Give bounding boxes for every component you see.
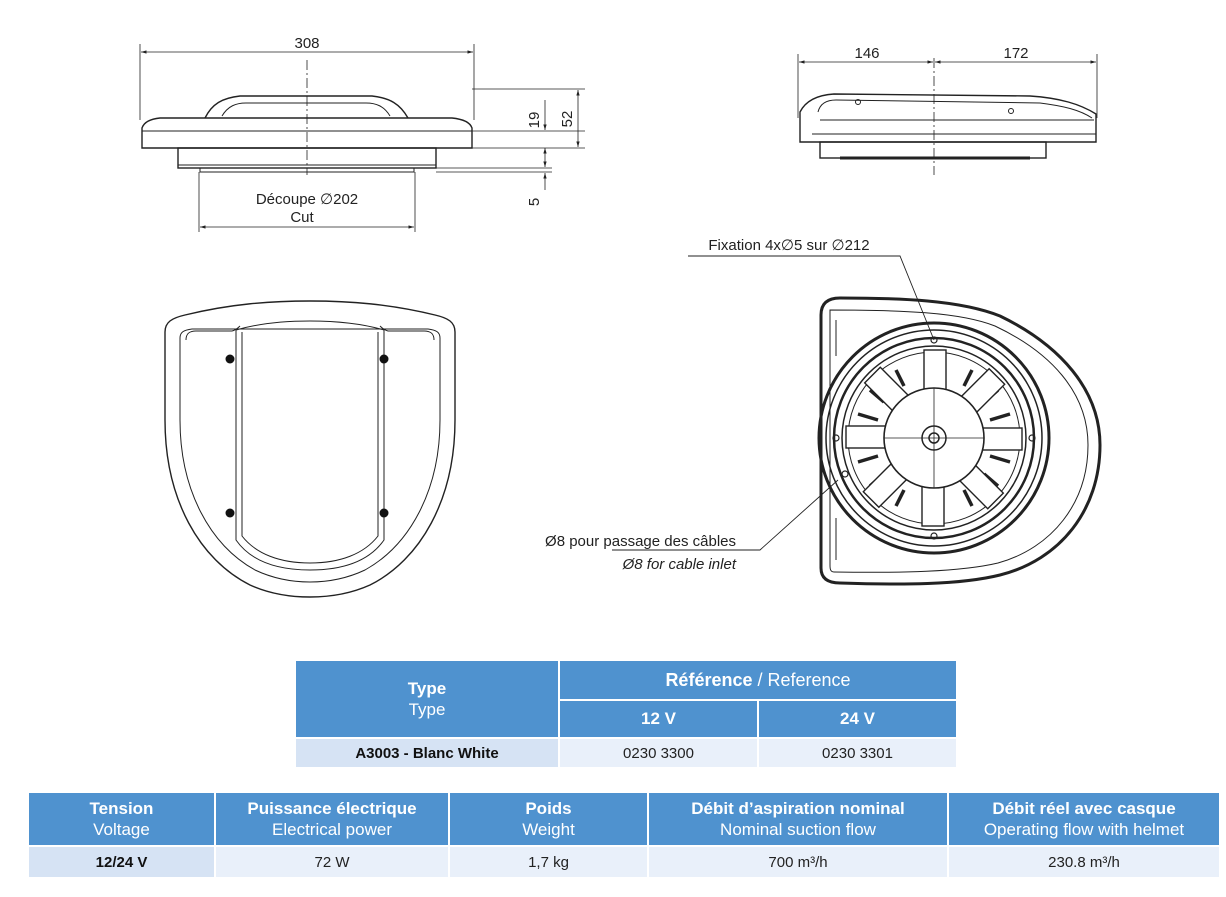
fan-view <box>612 255 1102 586</box>
spec-table: Tension Voltage Puissance électrique Ele… <box>27 793 1221 877</box>
reference-table: Type Type Référence / Reference 12 V 24 … <box>294 661 958 767</box>
nominal-flow-cell: 700 m³/h <box>649 845 947 877</box>
side-view-dome <box>204 95 409 119</box>
fixation-label: Fixation 4x∅5 sur ∅212 <box>708 237 869 254</box>
side-view <box>139 44 585 232</box>
power-cell: 72 W <box>216 845 448 877</box>
reference-header-en: Reference <box>767 669 851 690</box>
cutout-label-en: Cut <box>290 209 314 226</box>
voltage-cell: 12/24 V <box>29 845 214 877</box>
voltage-header-fr: Tension <box>89 799 154 818</box>
dim-front-146: 146 <box>854 45 879 62</box>
nominal-flow-header-en: Nominal suction flow <box>720 820 876 839</box>
table-row: A3003 - Blanc White 0230 3300 0230 3301 <box>296 737 956 767</box>
fan-view-housing <box>819 296 1102 586</box>
type-header: Type Type <box>296 661 558 737</box>
cutout-label-fr: Découpe ∅202 <box>256 191 358 208</box>
weight-header-en: Weight <box>522 820 575 839</box>
dim-height-52: 52 <box>559 111 576 128</box>
reference-header-sep: / <box>752 669 768 690</box>
weight-cell: 1,7 kg <box>450 845 647 877</box>
technical-drawing: 308 52 19 5 Découpe ∅202 Cut 146 172 <box>139 35 1102 598</box>
dim-rear-172: 172 <box>1003 45 1028 62</box>
power-header-en: Electrical power <box>272 820 392 839</box>
type-header-fr: Type <box>407 679 447 698</box>
power-header: Puissance électrique Electrical power <box>216 793 448 845</box>
operating-flow-header-en: Operating flow with helmet <box>983 820 1185 839</box>
cable-label-en: Ø8 for cable inlet <box>622 556 737 573</box>
dim-flange-5: 5 <box>526 198 543 206</box>
col-12v-header: 12 V <box>560 699 757 737</box>
ref-12v-cell: 0230 3300 <box>560 737 757 767</box>
nominal-flow-header: Débit d’aspiration nominal Nominal sucti… <box>649 793 947 845</box>
top-view <box>164 300 456 598</box>
dim-width-308: 308 <box>294 35 319 52</box>
side-view-body <box>141 117 473 149</box>
top-view-shell <box>164 300 456 598</box>
profile-view <box>797 54 1098 175</box>
weight-header: Poids Weight <box>450 793 647 845</box>
reference-header-fr: Référence <box>665 669 753 690</box>
operating-flow-header: Débit réel avec casque Operating flow wi… <box>949 793 1219 845</box>
operating-flow-cell: 230.8 m³/h <box>949 845 1219 877</box>
nominal-flow-header-fr: Débit d’aspiration nominal <box>691 799 905 818</box>
table-row: 12/24 V 72 W 1,7 kg 700 m³/h 230.8 m³/h <box>29 845 1219 877</box>
operating-flow-header-fr: Débit réel avec casque <box>992 799 1176 818</box>
type-cell: A3003 - Blanc White <box>296 737 558 767</box>
voltage-header: Tension Voltage <box>29 793 214 845</box>
fan-fixation-points <box>832 336 1036 540</box>
dim-height-19: 19 <box>526 112 543 129</box>
ref-24v-cell: 0230 3301 <box>759 737 956 767</box>
top-view-fixing-holes <box>225 354 389 518</box>
col-24v-header: 24 V <box>759 699 956 737</box>
reference-header: Référence / Reference <box>560 661 956 699</box>
weight-header-fr: Poids <box>525 799 572 818</box>
cable-label-fr: Ø8 pour passage des câbles <box>545 533 736 550</box>
voltage-header-en: Voltage <box>93 820 150 839</box>
type-header-en: Type <box>408 700 446 719</box>
power-header-fr: Puissance électrique <box>247 799 417 818</box>
